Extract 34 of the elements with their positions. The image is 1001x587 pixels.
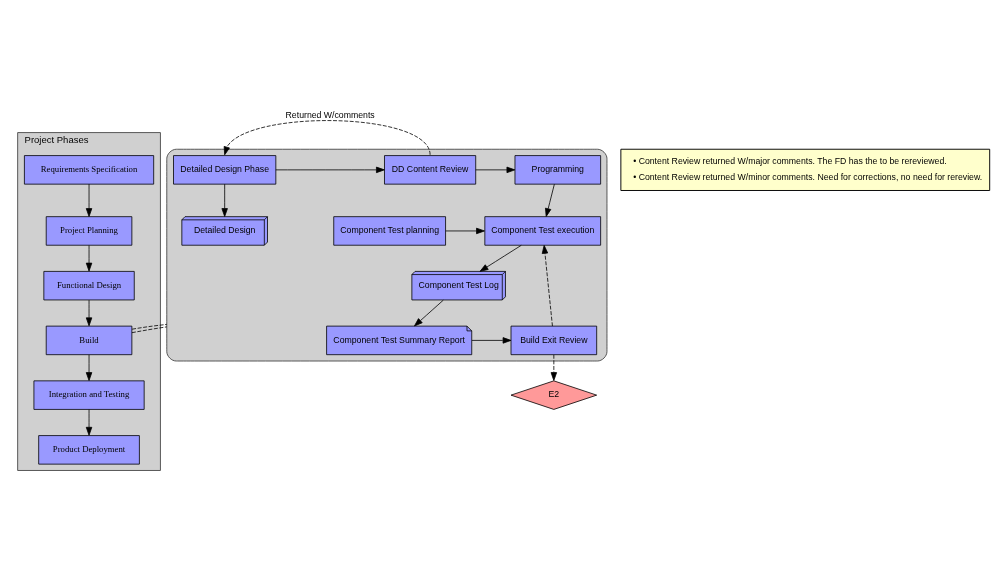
arrow xyxy=(475,166,516,173)
arrow xyxy=(414,299,444,326)
edge-label: Returned W/comments xyxy=(285,109,375,120)
arrow xyxy=(471,336,512,344)
arrow xyxy=(445,227,485,234)
arrow xyxy=(85,354,93,381)
connector xyxy=(131,323,168,330)
node-box: Requirements Specification xyxy=(24,154,155,185)
node-box: Component Test execution xyxy=(484,215,602,246)
node-box: Detailed Design Phase xyxy=(173,154,277,185)
arrow xyxy=(223,119,431,155)
arrow xyxy=(85,408,93,436)
arrow xyxy=(85,244,93,271)
node-box: Project Planning xyxy=(45,215,133,246)
node-box: Build Exit Review xyxy=(510,325,598,355)
node-box: Build xyxy=(45,325,133,355)
node-box: Product Deployment xyxy=(38,434,140,465)
arrow xyxy=(275,166,385,173)
arrow xyxy=(545,183,555,217)
node-box: Functional Design xyxy=(43,270,135,300)
arrow xyxy=(550,354,557,381)
cluster xyxy=(166,148,608,361)
connector xyxy=(131,326,168,333)
node-box: Programming xyxy=(514,154,602,185)
arrow xyxy=(221,183,228,217)
arrow xyxy=(85,183,93,217)
arrow xyxy=(541,244,553,326)
arrow xyxy=(85,299,93,326)
node-box: DD Content Review xyxy=(384,154,477,185)
node-box: Integration and Testing xyxy=(33,379,145,410)
arrow xyxy=(479,244,522,272)
node-box: Component Test planning xyxy=(333,215,446,246)
node-diamond: E2 xyxy=(510,379,598,410)
node-box: • Content Review returned W/major comments. The FD has the to be rereviewed. • Content Review returned W/minor comments. Need for corrections, no need for rereview. xyxy=(620,148,991,191)
